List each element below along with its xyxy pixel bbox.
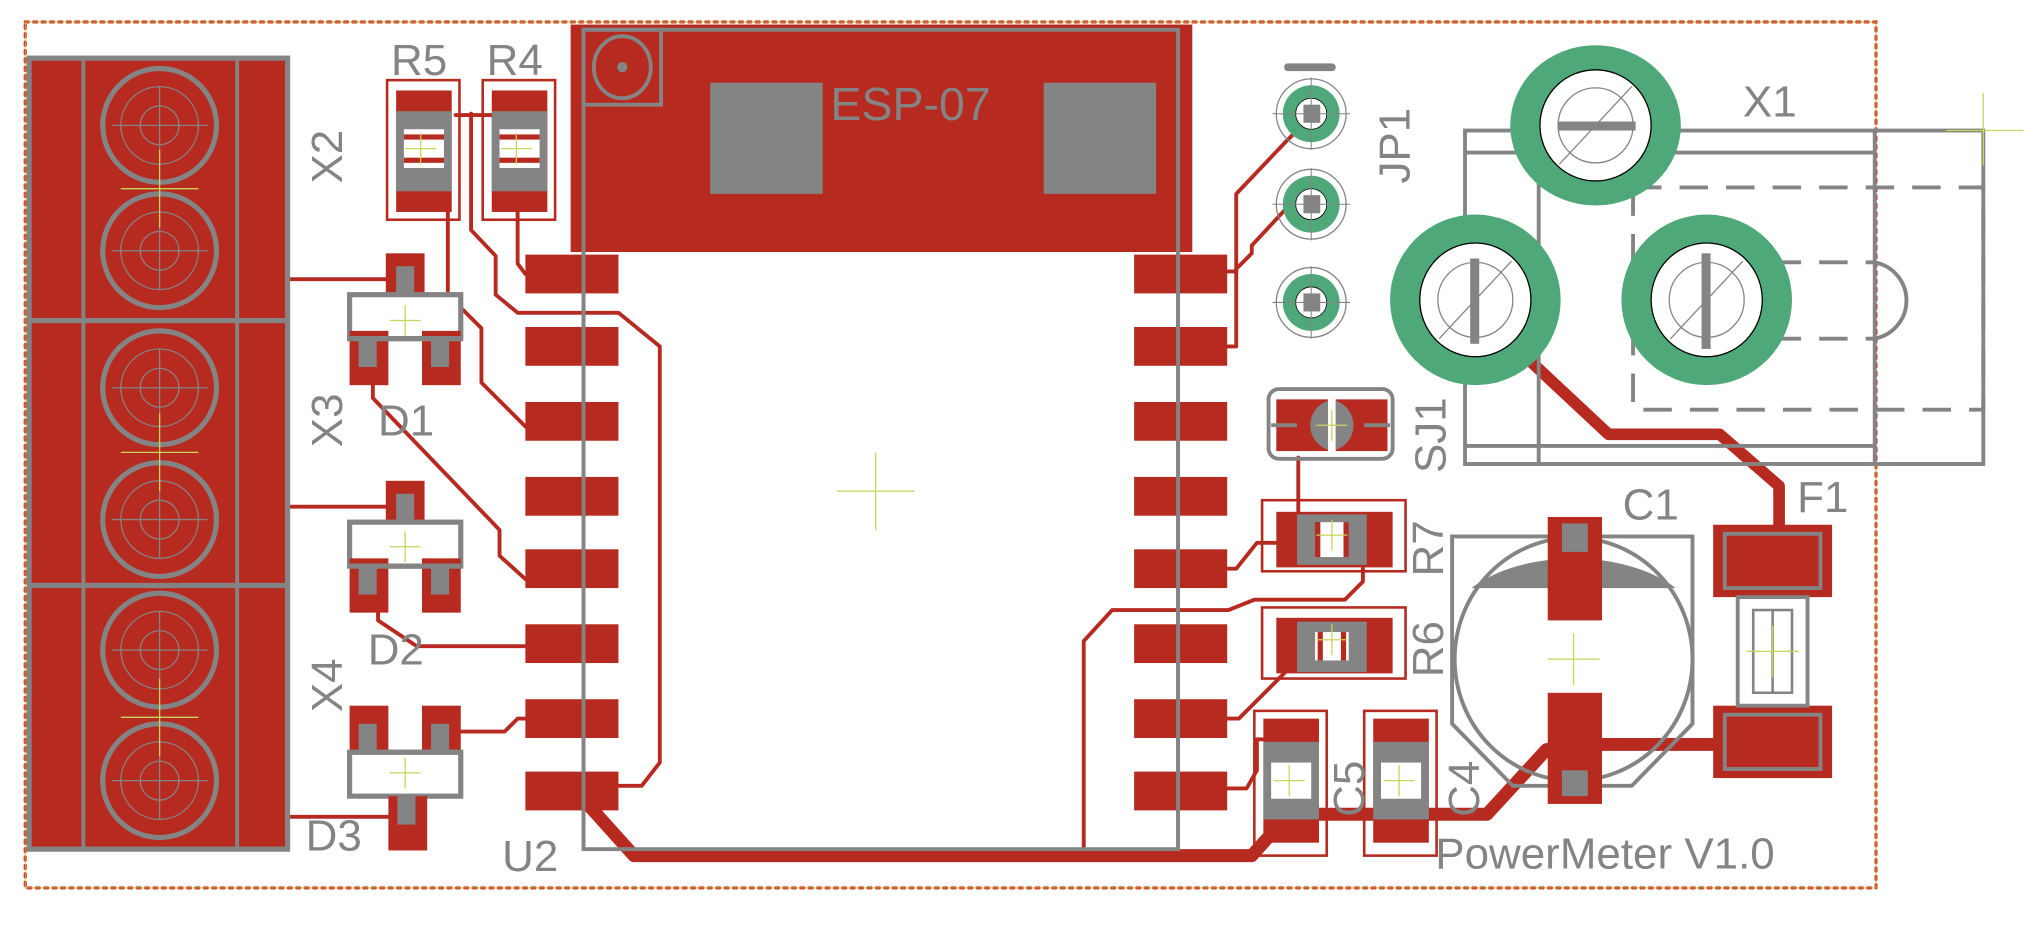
resistor-r6 [1260, 606, 1407, 680]
label-d2: D2 [368, 625, 424, 674]
u2-pad-left [525, 549, 619, 589]
capacitor-c4 [1362, 709, 1438, 857]
u2-pad-right [1134, 401, 1228, 441]
capacitor-c1 [1450, 516, 1695, 804]
u2-pad-left [525, 326, 619, 366]
resistor-r5 [385, 78, 461, 222]
resistor-r4 [481, 78, 557, 222]
board-title: PowerMeter V1.0 [1435, 830, 1774, 879]
label-jp1: JP1 [1370, 108, 1419, 184]
label-r7: R7 [1404, 520, 1453, 576]
diode-sot23 [347, 480, 464, 613]
capacitor-c5 [1253, 709, 1329, 857]
label-x1: X1 [1743, 77, 1797, 126]
label-f1: F1 [1797, 473, 1848, 522]
u2-pad-left [525, 401, 619, 441]
label-x3: X3 [303, 393, 352, 447]
label-u2: U2 [502, 832, 558, 881]
u2-pad-right [1134, 326, 1228, 366]
label-d1: D1 [378, 397, 434, 446]
label-x4: X4 [303, 658, 352, 712]
label-r5: R5 [391, 36, 447, 85]
module-u2 [570, 24, 1193, 852]
labels: ESP-07 R5 R4 X2 X3 X4 D1 D2 D3 U2 JP1 X1… [303, 36, 1849, 881]
u2-pad-left [525, 699, 619, 739]
terminal-blocks [26, 55, 291, 852]
u2-pad-right [1134, 254, 1228, 294]
diode-sot23 [347, 705, 464, 851]
diodes [347, 253, 464, 851]
label-c5: C5 [1325, 761, 1374, 817]
solder-jumper-sj1 [1266, 387, 1395, 461]
label-d3: D3 [306, 811, 362, 860]
u2-pad-left [525, 771, 619, 811]
label-c1: C1 [1623, 481, 1679, 530]
label-r6: R6 [1404, 621, 1453, 677]
label-sj1: SJ1 [1407, 397, 1456, 473]
fuse-f1 [1713, 524, 1833, 779]
u2-pad-right [1134, 624, 1228, 664]
u2-pad-right [1134, 771, 1228, 811]
u2-pad-right [1134, 476, 1228, 516]
u2-pad-left [525, 254, 619, 294]
label-x2: X2 [303, 130, 352, 184]
header-jp1 [1272, 63, 1350, 339]
u2-pad-right [1134, 699, 1228, 739]
label-r4: R4 [487, 36, 543, 85]
u2-pad-right [1134, 549, 1228, 589]
u2-pad-left [525, 476, 619, 516]
dc-jack-x1 [1390, 45, 2024, 466]
label-c4: C4 [1440, 761, 1489, 817]
u2-pads [525, 254, 1228, 811]
u2-pad-left [525, 624, 619, 664]
origin-markers [120, 133, 1799, 797]
label-u2-value: ESP-07 [830, 78, 990, 130]
